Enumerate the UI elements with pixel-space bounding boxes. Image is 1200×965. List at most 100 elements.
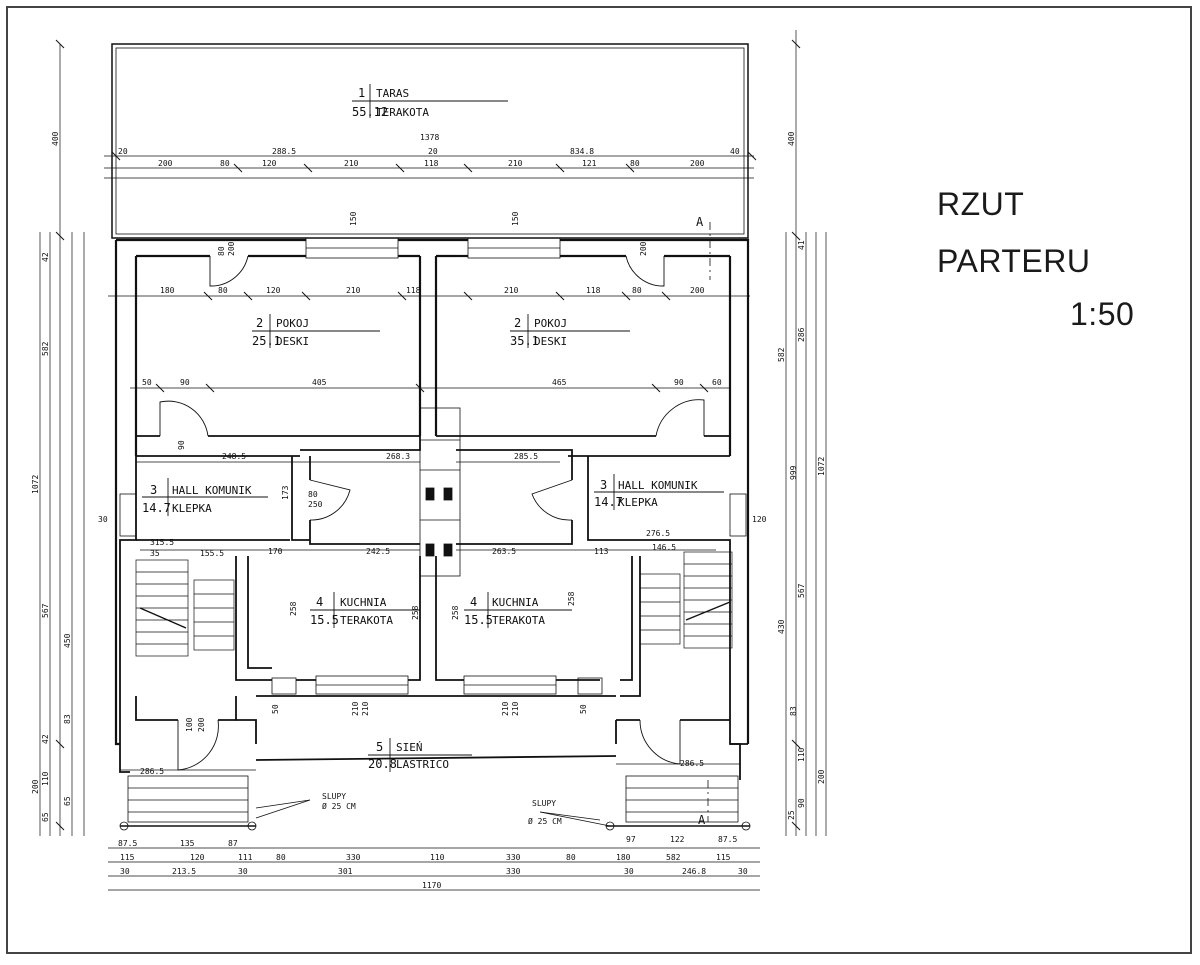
svg-text:567: 567 [797, 583, 806, 598]
svg-text:90: 90 [177, 440, 186, 450]
room-label-kuchnia-left: 4 KUCHNIA 15.5 TERAKOTA [310, 595, 393, 627]
svg-text:567: 567 [41, 603, 50, 618]
svg-text:TARAS: TARAS [376, 87, 409, 100]
chimney-stack [419, 407, 461, 577]
svg-text:80: 80 [630, 159, 640, 168]
annotations: A A SLUPY Ø 25 CM SLUPY Ø 25 CM [322, 215, 706, 827]
room-label-taras: 1 TARAS 55.12 TERAKOTA [352, 86, 429, 119]
columns-label-right: SLUPY [532, 799, 556, 808]
svg-text:210: 210 [501, 701, 510, 716]
section-mark-bottom: A [698, 813, 706, 827]
svg-text:87.5: 87.5 [118, 839, 137, 848]
svg-text:LASTRICO: LASTRICO [396, 758, 449, 771]
svg-text:65: 65 [41, 812, 50, 822]
section-line [707, 222, 711, 822]
svg-text:258: 258 [289, 601, 298, 616]
svg-text:286.5: 286.5 [680, 759, 704, 768]
svg-text:30: 30 [624, 867, 634, 876]
room-label-rules [142, 84, 724, 772]
columns-size-left: Ø 25 CM [322, 801, 356, 811]
room-label-sien: 5 SIEŃ 20.8 LASTRICO [368, 740, 449, 771]
svg-text:80: 80 [632, 286, 642, 295]
svg-text:242.5: 242.5 [366, 547, 390, 556]
room-label-pokoj-left: 2 POKOJ 25.1 DESKI [252, 316, 309, 348]
svg-text:146.5: 146.5 [652, 543, 676, 552]
svg-text:210: 210 [351, 701, 360, 716]
svg-text:4: 4 [470, 595, 477, 609]
svg-text:173: 173 [281, 485, 290, 500]
svg-text:HALL KOMUNIK: HALL KOMUNIK [618, 479, 698, 492]
svg-text:200: 200 [690, 286, 705, 295]
svg-text:100: 100 [185, 717, 194, 732]
svg-text:42: 42 [41, 734, 50, 744]
svg-text:3: 3 [150, 483, 157, 497]
dimension-texts: 1378 20 288.5 20 834.8 40 200 80 120 210… [31, 131, 826, 890]
svg-text:110: 110 [430, 853, 445, 862]
svg-text:200: 200 [690, 159, 705, 168]
svg-text:42: 42 [41, 252, 50, 262]
svg-text:180: 180 [616, 853, 631, 862]
section-mark-top: A [696, 215, 704, 229]
doors [159, 255, 705, 771]
svg-text:582: 582 [777, 347, 786, 362]
svg-text:450: 450 [63, 633, 72, 648]
svg-text:122: 122 [670, 835, 685, 844]
svg-text:210: 210 [504, 286, 519, 295]
svg-text:41: 41 [797, 240, 806, 250]
room-label-hall-left: 3 HALL KOMUNIK 14.7 KLEPKA [142, 483, 252, 515]
svg-text:TERAKOTA: TERAKOTA [492, 614, 545, 627]
svg-text:200: 200 [31, 779, 40, 794]
svg-text:83: 83 [63, 714, 72, 724]
svg-text:258: 258 [451, 605, 460, 620]
svg-text:582: 582 [41, 341, 50, 356]
svg-text:150: 150 [349, 211, 358, 226]
svg-text:90: 90 [797, 798, 806, 808]
svg-text:KLEPKA: KLEPKA [618, 496, 658, 509]
svg-text:DESKI: DESKI [534, 335, 567, 348]
svg-text:276.5: 276.5 [646, 529, 670, 538]
columns-label-left: SLUPY [322, 792, 346, 801]
svg-text:268.3: 268.3 [386, 452, 410, 461]
svg-text:30: 30 [120, 867, 130, 876]
svg-text:KUCHNIA: KUCHNIA [492, 596, 539, 609]
svg-text:286: 286 [797, 327, 806, 342]
svg-text:115: 115 [120, 853, 135, 862]
svg-text:83: 83 [789, 706, 798, 716]
svg-text:TERAKOTA: TERAKOTA [376, 106, 429, 119]
svg-text:135: 135 [180, 839, 195, 848]
windows [119, 237, 747, 695]
svg-text:97: 97 [626, 835, 636, 844]
svg-text:250: 250 [308, 500, 323, 509]
svg-text:200: 200 [197, 717, 206, 732]
svg-text:SIEŃ: SIEŃ [396, 741, 423, 754]
svg-text:15.5: 15.5 [310, 613, 339, 627]
svg-text:213.5: 213.5 [172, 867, 196, 876]
svg-text:65: 65 [63, 796, 72, 806]
svg-text:120: 120 [752, 515, 767, 524]
svg-text:1: 1 [358, 86, 365, 100]
svg-text:465: 465 [552, 378, 567, 387]
svg-text:POKOJ: POKOJ [276, 317, 309, 330]
svg-text:15.5: 15.5 [464, 613, 493, 627]
svg-text:80: 80 [217, 246, 226, 256]
svg-text:118: 118 [586, 286, 601, 295]
svg-text:246.8: 246.8 [682, 867, 706, 876]
svg-text:30: 30 [738, 867, 748, 876]
columns-size-right: Ø 25 CM [528, 816, 562, 826]
svg-text:POKOJ: POKOJ [534, 317, 567, 330]
room-labels: 1 TARAS 55.12 TERAKOTA 2 POKOJ 25.1 DESK… [142, 86, 698, 771]
svg-text:263.5: 263.5 [492, 547, 516, 556]
svg-text:118: 118 [406, 286, 421, 295]
title-line-1: RZUT [937, 186, 1025, 222]
svg-text:301: 301 [338, 867, 353, 876]
svg-text:258: 258 [567, 591, 576, 606]
dimension-ticks [55, 39, 801, 831]
svg-text:210: 210 [361, 701, 370, 716]
svg-text:20: 20 [118, 147, 128, 156]
interior-walls [119, 435, 748, 780]
svg-text:286.5: 286.5 [140, 767, 164, 776]
svg-text:110: 110 [797, 747, 806, 762]
svg-text:180: 180 [160, 286, 175, 295]
title-scale: 1:50 [1070, 296, 1135, 332]
